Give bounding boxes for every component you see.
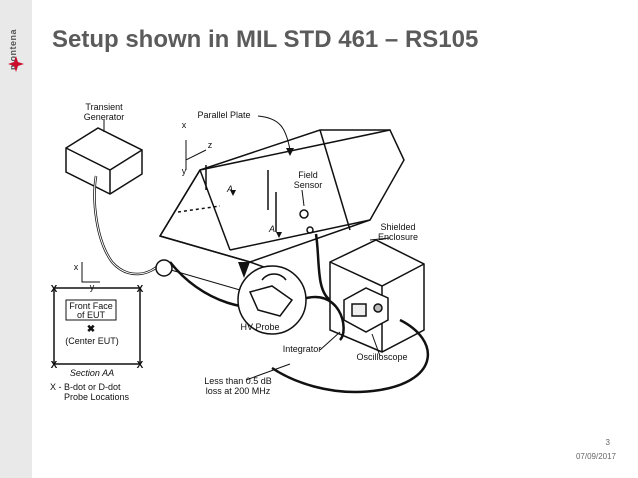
- shielded-enclosure: [329, 239, 425, 353]
- parallel-plate: [158, 129, 405, 271]
- section-axis-x-label: x: [74, 262, 79, 272]
- sidebar: montena: [0, 0, 32, 478]
- parallel-plate-label: Parallel Plate: [197, 110, 250, 120]
- probe-mark-br: X: [137, 360, 144, 371]
- axis-y-label: y: [182, 166, 187, 176]
- section-aa-label: Section AA: [70, 368, 114, 378]
- front-face-label-2: of EUT: [77, 310, 106, 320]
- field-sensor-label-2: Sensor: [294, 180, 323, 190]
- section-axis-y-label: y: [90, 282, 95, 292]
- probe-legend-2: Probe Locations: [64, 392, 130, 402]
- brand-logo-icon: [8, 56, 24, 72]
- slide-title: Setup shown in MIL STD 461 – RS105: [52, 26, 479, 53]
- probe-legend-1: X - B-dot or D-dot: [50, 382, 121, 392]
- section-marker-bottom: A: [268, 224, 275, 234]
- integrator-label: Integrator: [283, 344, 322, 354]
- loss-note-2: loss at 200 MHz: [206, 386, 271, 396]
- hv-probe-label: HV Probe: [240, 322, 279, 332]
- field-sensor-label-1: Field: [298, 170, 318, 180]
- oscilloscope-label: Oscilloscope: [356, 352, 407, 362]
- axis-z-label: z: [208, 140, 213, 150]
- front-face-label-1: Front Face: [69, 301, 113, 311]
- shielded-enclosure-label-1: Shielded: [380, 222, 415, 232]
- transient-generator-box: [65, 127, 143, 195]
- loss-note-1: Less than 0.5 dB: [204, 376, 272, 386]
- probe-mark-tr: X: [137, 284, 144, 295]
- probe-mark-bl: X: [51, 360, 58, 371]
- section-aa: [53, 287, 141, 365]
- axis-x-label: x: [182, 120, 187, 130]
- probe-mark-tl: X: [51, 284, 58, 295]
- slide-date: 07/09/2017: [575, 452, 616, 461]
- transient-generator-label-1: Transient: [85, 102, 123, 112]
- page-number: 3: [605, 438, 610, 447]
- center-mark: ✖: [87, 324, 95, 335]
- section-marker-top: A: [226, 184, 233, 194]
- center-eut-label: (Center EUT): [65, 336, 119, 346]
- transient-generator-label-2: Generator: [84, 112, 125, 122]
- shielded-enclosure-label-2: Enclosure: [378, 232, 418, 242]
